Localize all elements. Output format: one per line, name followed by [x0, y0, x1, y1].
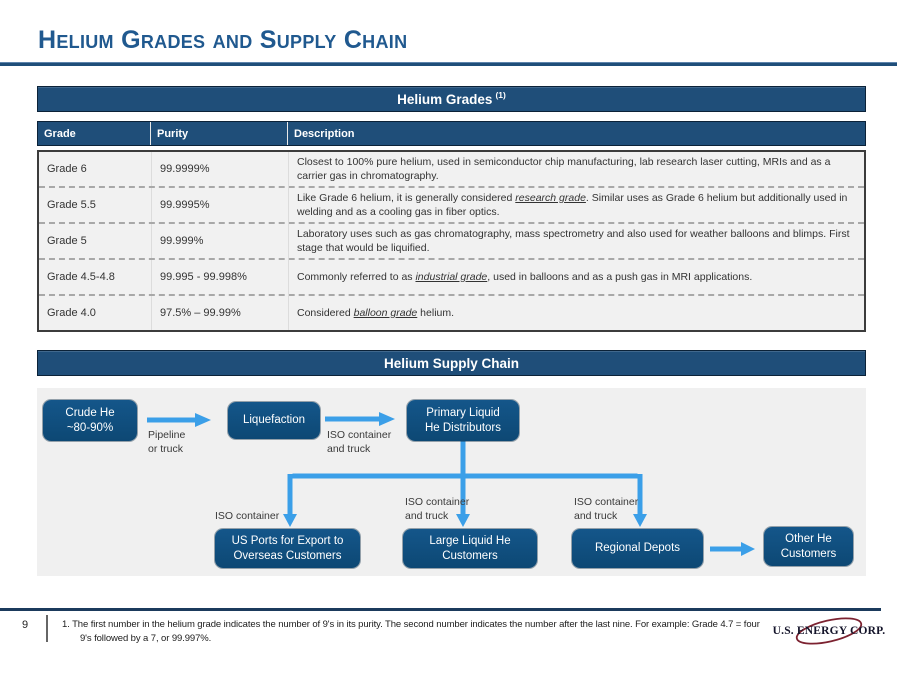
description-cell: Laboratory uses such as gas chromatograp… [289, 224, 864, 258]
edge-label-line: Pipeline [148, 429, 186, 441]
node-label-line: Other He [785, 532, 832, 545]
node-crude-he: Crude He ~80-90% [43, 400, 137, 441]
edge-label-line: ISO container [574, 496, 639, 508]
node-label-line: Crude He [65, 406, 115, 419]
description-text: Commonly referred to as [297, 270, 416, 283]
node-large-customers: Large Liquid He Customers [403, 529, 537, 568]
edge-label-line: ISO container [215, 510, 280, 522]
edge-label-line: ISO container [327, 429, 392, 441]
table-row: Grade 5 99.999% Laboratory uses such as … [39, 222, 864, 258]
description-cell: Closest to 100% pure helium, used in sem… [289, 152, 864, 186]
supply-chain-section-title: Helium Supply Chain [383, 355, 519, 371]
grade-cell: Grade 4.0 [39, 296, 152, 330]
node-label-line: Liquefaction [242, 414, 306, 427]
description-text: , used in balloons and as a push gas in … [487, 270, 753, 283]
description-emphasis: industrial grade [415, 270, 488, 283]
grades-column-header: Grade Purity Description [37, 121, 866, 146]
node-label-line: ~80-90% [66, 421, 114, 434]
flow-arrows [147, 412, 755, 556]
column-header-description: Description [294, 127, 355, 140]
description-text: Like Grade 6 helium, it is generally con… [297, 191, 516, 204]
description-text: Considered [297, 306, 354, 319]
column-header-grade: Grade [38, 122, 151, 145]
edge-label-iso-truck-a: ISO container and truck [327, 429, 391, 456]
description-text: Closest to 100% pure helium, used in sem… [297, 155, 831, 182]
node-label-line: He Distributors [424, 421, 502, 434]
footer-divider [46, 615, 48, 642]
description-text: helium. [417, 306, 455, 319]
grade-cell: Grade 6 [39, 152, 152, 186]
table-row: Grade 4.0 97.5% – 99.99% Considered ball… [39, 294, 864, 330]
footer-rule [0, 608, 881, 611]
node-label-line: US Ports for Export to [231, 534, 344, 547]
logo-text: U.S. ENERGY CORP. [772, 625, 886, 637]
page-title: Helium Grades and Supply Chain [38, 26, 408, 54]
description-cell: Commonly referred to as industrial grade… [289, 260, 864, 294]
description-cell: Like Grade 6 helium, it is generally con… [289, 188, 864, 222]
node-label-line: Large Liquid He [429, 534, 511, 547]
purity-cell: 99.999% [152, 224, 289, 258]
logo-ellipse-icon [795, 617, 863, 645]
purity-cell: 97.5% – 99.99% [152, 296, 289, 330]
node-us-ports: US Ports for Export to Overseas Customer… [215, 529, 360, 568]
grade-cell: Grade 5.5 [39, 188, 152, 222]
node-regional-depots: Regional Depots [572, 529, 703, 568]
supply-chain-diagram: Pipeline or truck ISO container and truc… [37, 388, 866, 576]
node-primary-distributors: Primary Liquid He Distributors [407, 400, 519, 441]
grade-cell: Grade 5 [39, 224, 152, 258]
description-text: Laboratory uses such as gas chromatograp… [297, 227, 850, 254]
edge-label-line: or truck [148, 442, 184, 455]
edge-label-line: and truck [405, 509, 449, 522]
node-label-line: Primary Liquid [426, 406, 500, 419]
edge-label-iso-truck-b: ISO container and truck [405, 496, 469, 523]
description-emphasis: research grade [515, 191, 586, 204]
purity-cell: 99.9995% [152, 188, 289, 222]
node-other-customers: Other He Customers [764, 527, 853, 566]
node-label-line: Customers [780, 547, 837, 560]
edge-label-iso-container: ISO container [215, 510, 279, 524]
purity-cell: 99.9999% [152, 152, 289, 186]
grades-table-body: Grade 6 99.9999% Closest to 100% pure he… [37, 150, 866, 332]
table-row: Grade 5.5 99.9995% Like Grade 6 helium, … [39, 186, 864, 222]
edge-label-line: and truck [327, 442, 371, 455]
grades-section-title: Helium Grades [397, 91, 493, 107]
page-number: 9 [22, 619, 29, 631]
footnote-text: 1. The first number in the helium grade … [62, 619, 760, 645]
footnote-marker: (1) [495, 90, 506, 100]
table-row: Grade 4.5-4.8 99.995 - 99.998% Commonly … [39, 258, 864, 294]
node-label-line: Regional Depots [594, 542, 681, 555]
edge-label-line: ISO container [405, 496, 470, 508]
description-emphasis: balloon grade [353, 306, 418, 319]
edge-label-iso-truck-c: ISO container and truck [574, 496, 638, 523]
purity-cell: 99.995 - 99.998% [152, 260, 289, 294]
node-label-line: Overseas Customers [233, 549, 342, 562]
edge-label-line: and truck [574, 509, 618, 522]
grade-cell: Grade 4.5-4.8 [39, 260, 152, 294]
table-row: Grade 6 99.9999% Closest to 100% pure he… [39, 152, 864, 186]
node-label-line: Customers [442, 549, 498, 562]
edge-label-pipeline: Pipeline or truck [148, 429, 185, 456]
description-text: . Similar uses as Grade 6 helium but add… [297, 191, 848, 218]
node-liquefaction: Liquefaction [228, 402, 320, 439]
company-logo: U.S. ENERGY CORP. [766, 611, 892, 653]
description-cell: Considered balloon grade helium. [289, 296, 864, 330]
column-header-purity: Purity [151, 122, 288, 145]
supply-chain-section-header: Helium Supply Chain [37, 350, 866, 376]
grades-section-header: Helium Grades (1) [37, 86, 866, 112]
title-underline [0, 62, 897, 66]
